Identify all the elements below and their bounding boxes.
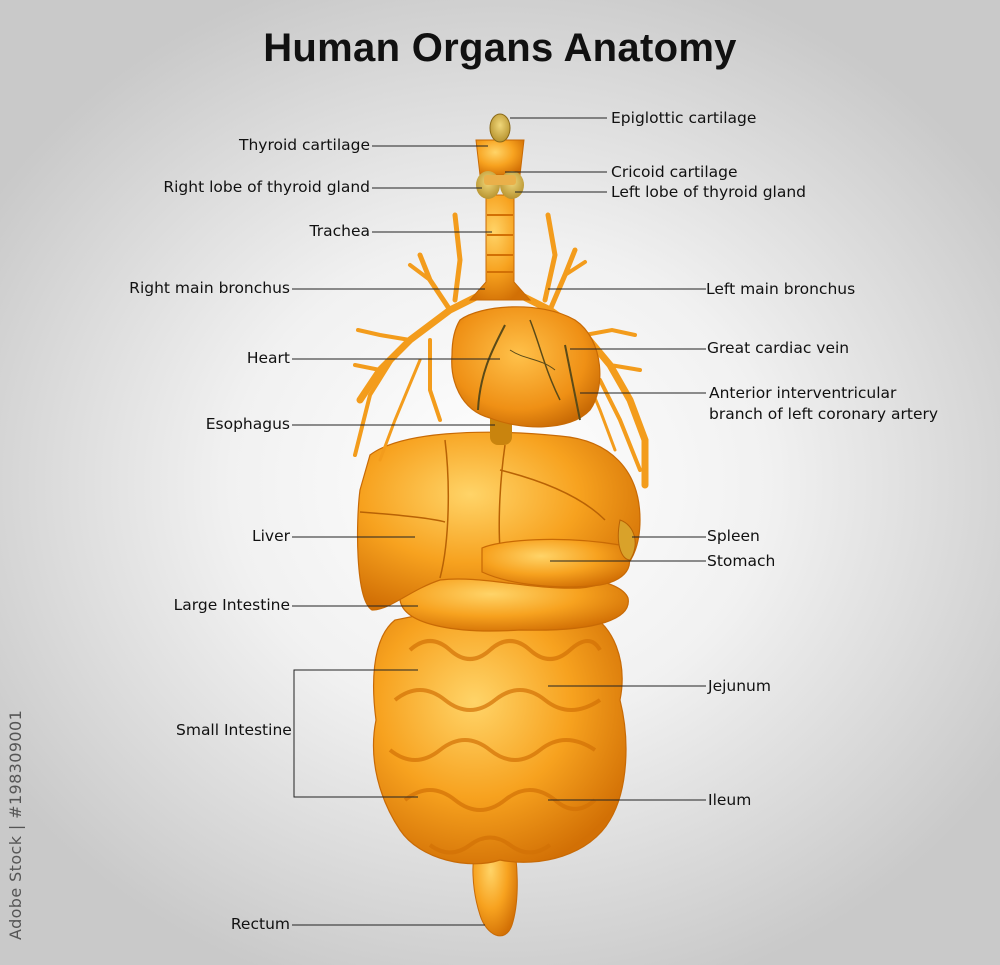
stock-watermark: Adobe Stock | #198309001 (6, 709, 25, 940)
label-rectum: Rectum (230, 915, 290, 933)
diagram-title: Human Organs Anatomy (263, 26, 737, 70)
label-anterior-line1: Anterior interventricular (709, 384, 897, 402)
label-esophagus: Esophagus (205, 415, 290, 433)
label-small-intestine: Small Intestine (176, 721, 292, 739)
label-right-main-bronchus: Right main bronchus (129, 279, 290, 297)
label-left-lobe-thyroid: Left lobe of thyroid gland (611, 183, 807, 201)
label-liver: Liver (251, 527, 290, 545)
label-large-intestine: Large Intestine (173, 596, 290, 614)
label-great-cardiac-vein: Great cardiac vein (707, 339, 850, 357)
leader-lines (292, 117, 706, 926)
heart-organ (451, 306, 601, 428)
label-jejunum: Jejunum (708, 677, 771, 695)
label-anterior-line2: branch of left coronary artery (709, 405, 939, 423)
label-epiglottic-cartilage: Epiglottic cartilage (611, 109, 757, 127)
trachea-organ (468, 194, 532, 301)
label-right-lobe-thyroid: Right lobe of thyroid gland (163, 178, 370, 196)
spleen-organ (617, 519, 636, 561)
label-spleen: Spleen (707, 527, 760, 545)
label-left-main-bronchus: Left main bronchus (706, 280, 856, 298)
label-ileum: Ileum (708, 791, 752, 809)
small-intestine-organ (372, 614, 627, 865)
label-trachea: Trachea (309, 222, 370, 240)
stomach-organ (481, 538, 631, 588)
label-cricoid-cartilage: Cricoid cartilage (611, 163, 738, 181)
label-stomach: Stomach (707, 552, 776, 570)
label-heart: Heart (246, 349, 290, 367)
larynx-organ (475, 113, 525, 199)
leader-small-intestine-bracket (293, 669, 418, 798)
label-thyroid-cartilage: Thyroid cartilage (238, 136, 370, 154)
